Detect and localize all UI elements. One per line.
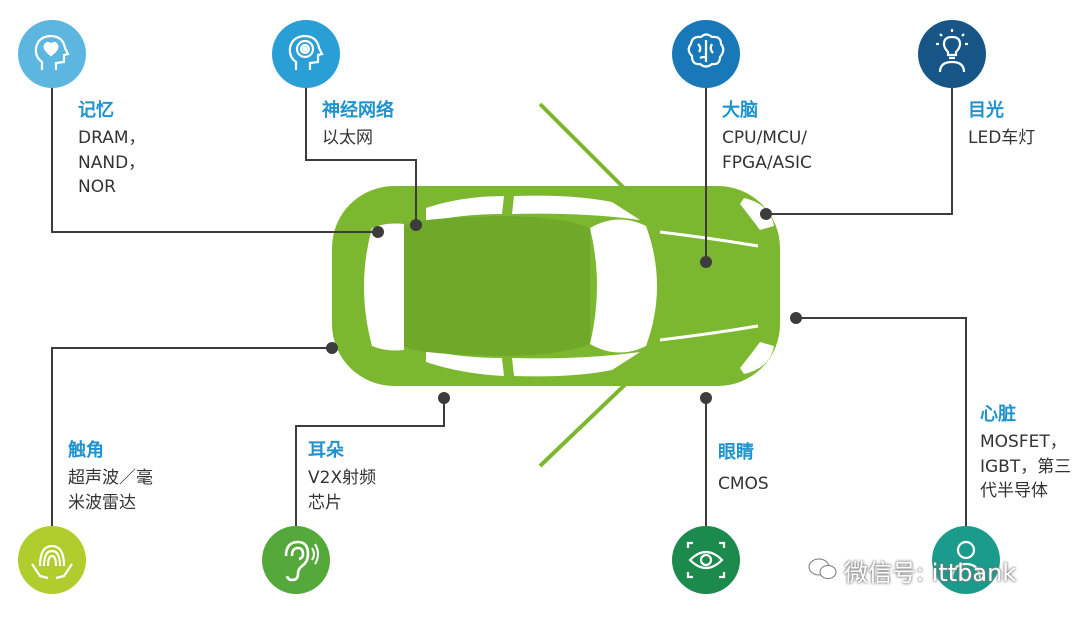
label-heart-line-2: IGBT，第三 xyxy=(980,456,1072,477)
label-eye-title: 眼睛 xyxy=(718,442,754,463)
label-vision-title: 目光 xyxy=(968,100,1004,121)
label-memory-title: 记忆 xyxy=(78,100,114,121)
connector-dot-neural xyxy=(410,219,422,231)
head-network-icon xyxy=(272,20,340,88)
label-ear-line-1: V2X射频 xyxy=(308,468,377,489)
label-ear: 耳朵 V2X射频 芯片 xyxy=(308,438,376,515)
connector-memory xyxy=(51,86,378,233)
label-eye: 眼睛 CMOS xyxy=(718,440,769,497)
head-heart-icon xyxy=(18,20,86,88)
label-brain: 大脑 CPU/MCU/ FPGA/ASIC xyxy=(722,98,812,175)
label-brain-title: 大脑 xyxy=(722,100,758,121)
label-touch: 触角 超声波／毫 米波雷达 xyxy=(68,438,153,515)
watermark-text: 微信号: ittbank xyxy=(844,559,1017,587)
car-headlight-top xyxy=(740,198,774,230)
connector-touch xyxy=(51,347,332,528)
label-vision-line-1: LED车灯 xyxy=(968,128,1036,149)
brain-icon xyxy=(672,20,740,88)
person-icon xyxy=(932,526,1000,594)
label-touch-line-2: 米波雷达 xyxy=(68,492,136,513)
label-vision: 目光 LED车灯 xyxy=(968,98,1035,151)
connector-ear xyxy=(295,398,445,528)
label-heart: 心脏 MOSFET， IGBT，第三 代半导体 xyxy=(980,402,1071,504)
label-memory-line-3: NOR xyxy=(78,177,116,198)
label-memory-line-1: DRAM， xyxy=(78,128,146,149)
car-windshield xyxy=(590,219,657,353)
label-heart-title: 心脏 xyxy=(980,404,1016,425)
connector-dot-touch xyxy=(326,342,338,354)
eye-icon xyxy=(672,526,740,594)
label-neural-line-1: 以太网 xyxy=(322,128,373,149)
person-lightbulb-icon xyxy=(918,20,986,88)
car-hood-line-top xyxy=(659,230,759,248)
label-neural-title: 神经网络 xyxy=(322,100,394,121)
connector-dot-heart xyxy=(790,312,802,324)
car-side-window-top-front xyxy=(512,195,640,220)
connector-dot-ear xyxy=(438,392,450,404)
connector-neural xyxy=(305,86,417,225)
label-brain-line-1: CPU/MCU/ xyxy=(722,128,807,149)
label-neural: 神经网络 以太网 xyxy=(322,98,394,151)
connector-vision xyxy=(766,86,953,215)
label-memory-line-2: NAND， xyxy=(78,152,146,173)
car-hood-line-bottom xyxy=(659,324,759,342)
ear-icon xyxy=(262,526,330,594)
car-side-window-bottom-rear xyxy=(426,350,504,376)
connector-dot-vision xyxy=(760,208,772,220)
car-door-lower xyxy=(538,376,634,468)
label-heart-line-3: 代半导体 xyxy=(980,481,1048,502)
label-brain-line-2: FPGA/ASIC xyxy=(722,152,812,173)
car-door-upper xyxy=(538,102,634,198)
car-side-window-bottom-front xyxy=(512,352,640,377)
label-memory: 记忆 DRAM， NAND， NOR xyxy=(78,98,146,200)
label-ear-title: 耳朵 xyxy=(308,440,344,461)
car-headlight-bottom xyxy=(740,342,774,374)
wechat-icon xyxy=(808,557,838,587)
connector-dot-memory xyxy=(372,226,384,238)
label-ear-line-2: 芯片 xyxy=(308,492,342,513)
connector-dot-eye xyxy=(700,392,712,404)
car-side-window-top-rear xyxy=(426,196,504,222)
car-rear-window xyxy=(364,223,404,351)
label-heart-line-1: MOSFET， xyxy=(980,432,1067,453)
label-touch-line-1: 超声波／毫 xyxy=(68,468,153,489)
watermark: 微信号: ittbank xyxy=(808,553,1016,588)
hands-waves-icon xyxy=(18,526,86,594)
label-touch-title: 触角 xyxy=(68,440,104,461)
connector-dot-brain xyxy=(700,256,712,268)
connector-heart xyxy=(796,317,967,528)
label-eye-line-1: CMOS xyxy=(718,474,769,495)
car-roof xyxy=(404,216,590,356)
